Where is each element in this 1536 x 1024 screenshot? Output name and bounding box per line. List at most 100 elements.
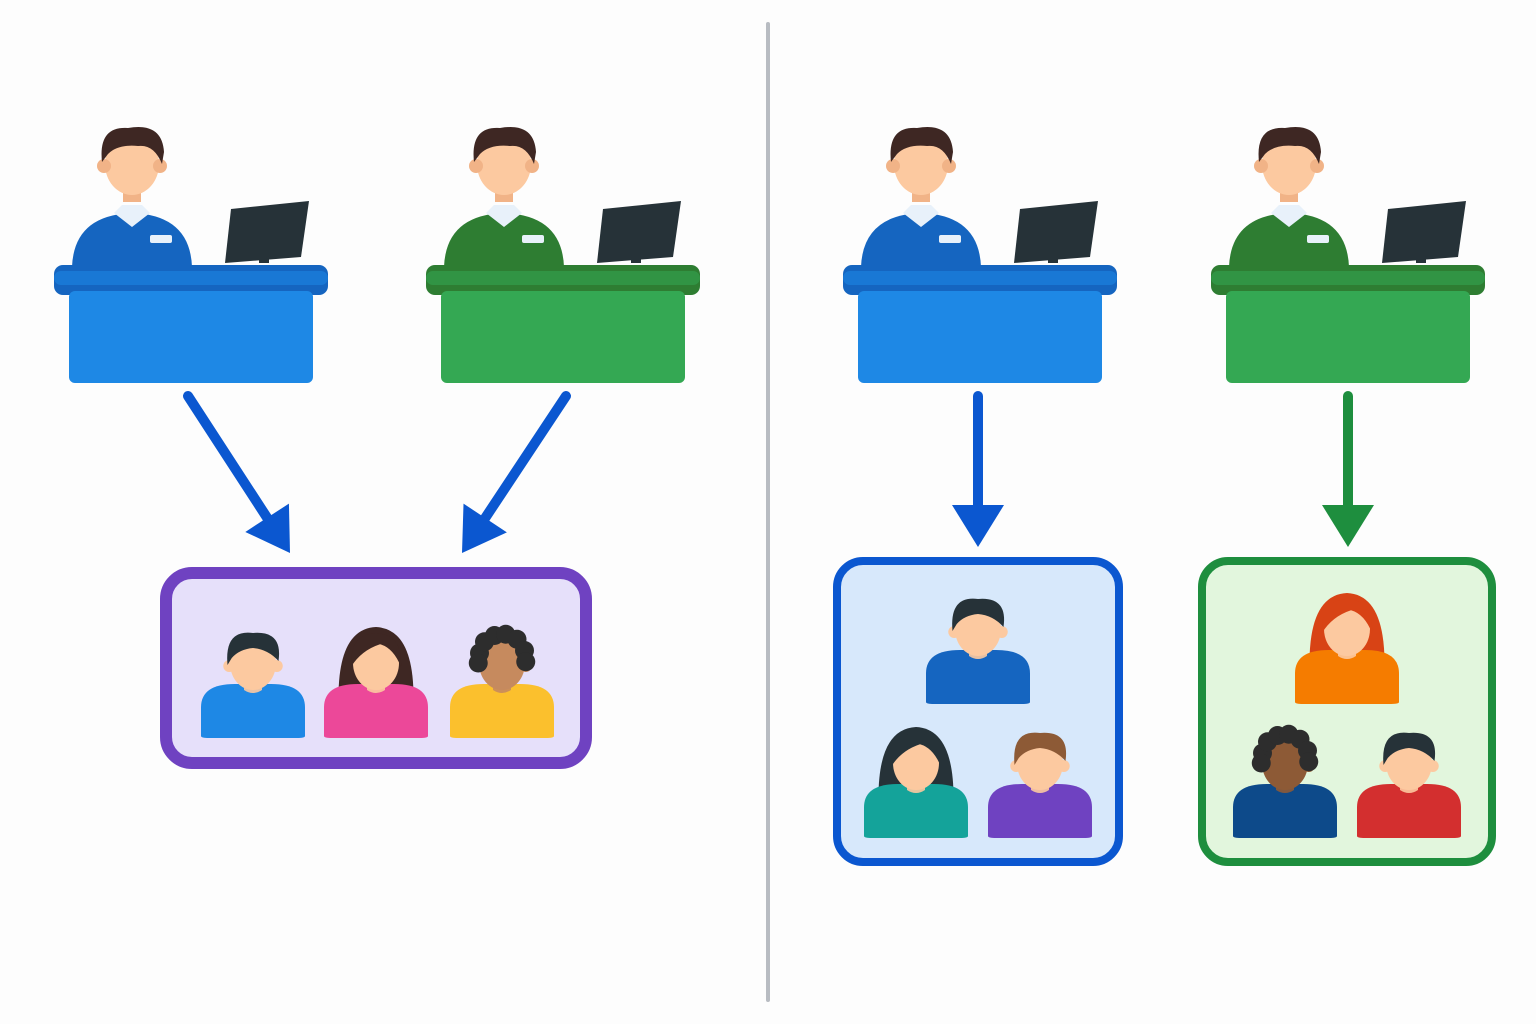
shirt <box>201 684 305 738</box>
person-icon <box>1357 732 1461 838</box>
hair <box>227 632 280 665</box>
clerk-uniform <box>1229 213 1349 267</box>
clerk-hair <box>1258 127 1321 164</box>
shirt <box>864 784 968 838</box>
clerk-ear <box>1310 159 1324 173</box>
clerk-face <box>1262 133 1316 195</box>
ear <box>270 660 283 672</box>
shirt <box>1295 650 1399 704</box>
face <box>1262 736 1308 790</box>
arrow-head <box>1322 505 1374 547</box>
arrow-to-shared-queue <box>183 391 290 553</box>
blue-desk <box>54 127 328 383</box>
hair <box>1014 732 1067 765</box>
arrow-head <box>462 503 507 553</box>
desk-body <box>441 291 685 383</box>
hair <box>1383 732 1436 765</box>
green-desk <box>1211 127 1485 383</box>
shirt <box>450 684 554 738</box>
shirt <box>1357 784 1461 838</box>
green-queue-box <box>1198 557 1496 866</box>
shirt <box>988 784 1092 838</box>
ear <box>948 626 961 638</box>
desk-body <box>858 291 1102 383</box>
clerk-ear <box>97 159 111 173</box>
ear <box>995 626 1008 638</box>
clerk-collar <box>486 205 522 227</box>
separate-queues-panel <box>833 127 1496 866</box>
clerk-uniform <box>72 213 192 267</box>
ear <box>1010 760 1023 772</box>
clerk-collar <box>1271 205 1307 227</box>
blue-queue-box <box>833 557 1123 866</box>
arrow-to-shared-queue <box>462 391 571 553</box>
monitor-screen <box>225 201 309 263</box>
monitor-screen <box>1382 201 1466 263</box>
arrow-shaft <box>183 391 273 523</box>
hair-curl <box>468 653 488 673</box>
clerk-ear <box>469 159 483 173</box>
person-icon <box>926 598 1030 704</box>
desk-body <box>69 291 313 383</box>
shirt <box>324 684 428 738</box>
hair-curl <box>1299 752 1319 772</box>
green-desk <box>426 127 700 383</box>
person-icon <box>324 627 428 738</box>
clerk-uniform <box>444 213 564 267</box>
hair <box>952 598 1005 631</box>
ear <box>1426 760 1439 772</box>
clerk-uniform <box>861 213 981 267</box>
hair-curl <box>1251 753 1271 773</box>
person-icon <box>201 632 305 738</box>
desk-top-highlight <box>1211 271 1485 285</box>
shared-queue-panel <box>54 127 700 769</box>
shirt <box>926 650 1030 704</box>
person-icon <box>1233 724 1337 838</box>
monitor-icon <box>1382 201 1466 263</box>
clerk-ear <box>1254 159 1268 173</box>
arrow-to-green-queue <box>1322 391 1374 547</box>
ear <box>1379 760 1392 772</box>
name-badge <box>150 235 172 243</box>
clerk-hair <box>890 127 953 164</box>
clerk-ear <box>525 159 539 173</box>
arrow-shaft <box>480 391 571 523</box>
person-icon <box>450 624 554 738</box>
hair <box>890 733 942 767</box>
person-icon <box>1295 593 1399 704</box>
clerk-collar <box>903 205 939 227</box>
hair <box>350 633 402 667</box>
monitor-screen <box>597 201 681 263</box>
monitor-screen <box>1014 201 1098 263</box>
hair <box>1321 599 1373 633</box>
name-badge <box>939 235 961 243</box>
monitor-icon <box>597 201 681 263</box>
clerk-hair <box>101 127 164 164</box>
clerk-icon <box>72 127 192 267</box>
shared-queue-box <box>160 567 592 769</box>
desk-body <box>1226 291 1470 383</box>
clerk-face <box>894 133 948 195</box>
clerk-icon <box>444 127 564 267</box>
blue-desk <box>843 127 1117 383</box>
ear <box>1057 760 1070 772</box>
desk-top-highlight <box>426 271 700 285</box>
shirt <box>1233 784 1337 838</box>
clerk-icon <box>861 127 981 267</box>
monitor-icon <box>225 201 309 263</box>
clerk-icon <box>1229 127 1349 267</box>
face <box>479 636 525 690</box>
person-icon <box>864 727 968 838</box>
desk-top-highlight <box>843 271 1117 285</box>
clerk-face <box>105 133 159 195</box>
clerk-ear <box>942 159 956 173</box>
ear <box>223 660 236 672</box>
clerk-hair <box>473 127 536 164</box>
name-badge <box>522 235 544 243</box>
clerk-ear <box>886 159 900 173</box>
person-icon <box>988 732 1092 838</box>
clerk-collar <box>114 205 150 227</box>
name-badge <box>1307 235 1329 243</box>
clerk-ear <box>153 159 167 173</box>
